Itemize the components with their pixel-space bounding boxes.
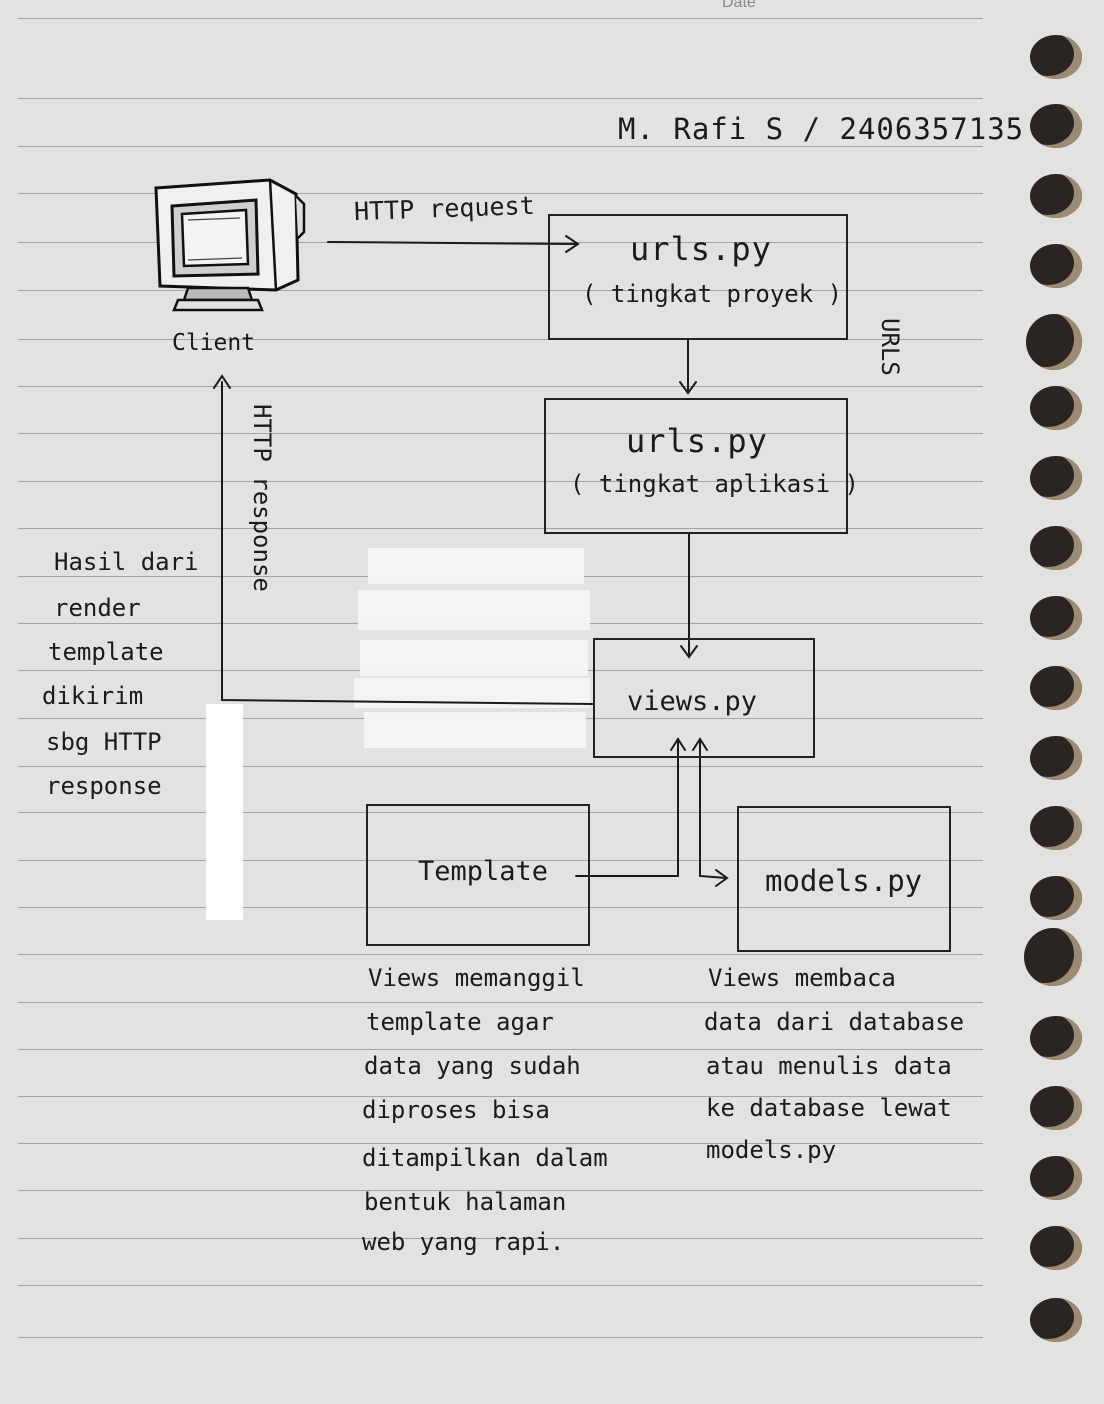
views-file: views.py bbox=[627, 686, 758, 717]
side-note-line: Hasil dari bbox=[54, 548, 199, 576]
urls-group-label: URLS bbox=[876, 318, 904, 376]
arrow-head bbox=[680, 645, 698, 659]
side-note-line: render bbox=[54, 594, 141, 622]
correction-tape bbox=[368, 548, 584, 584]
template-note-line: template agar bbox=[366, 1008, 554, 1036]
template-note-line: data yang sudah bbox=[364, 1052, 581, 1080]
side-note-line: sbg HTTP bbox=[46, 728, 162, 756]
models-to-views-arrow bbox=[699, 739, 727, 879]
models-note-line: data dari database bbox=[704, 1008, 965, 1036]
arrow-head bbox=[670, 737, 686, 751]
correction-tape bbox=[360, 640, 588, 676]
project-urls-box: urls.py ( tingkat proyek ) bbox=[548, 214, 848, 340]
app-urls-box: urls.py ( tingkat aplikasi ) bbox=[544, 398, 859, 534]
models-box: models.py bbox=[737, 806, 951, 952]
template-box: Template bbox=[366, 804, 590, 946]
side-note-line: dikirim bbox=[42, 682, 144, 710]
arrow-head bbox=[213, 374, 231, 389]
template-note-line: web yang rapi. bbox=[362, 1228, 565, 1256]
arrow-head bbox=[715, 869, 729, 887]
project-urls-level: ( tingkat proyek ) bbox=[582, 280, 843, 308]
arrow-head bbox=[565, 235, 580, 253]
models-note-line: models.py bbox=[706, 1136, 837, 1164]
correction-tape bbox=[206, 704, 243, 920]
models-file: models.py bbox=[765, 864, 923, 898]
side-note-line: template bbox=[48, 638, 164, 666]
http-request-arrow bbox=[327, 241, 577, 245]
http-response-line bbox=[221, 381, 594, 705]
correction-tape bbox=[364, 712, 586, 748]
template-note-line: Views memanggil bbox=[368, 964, 585, 992]
computer-monitor-icon bbox=[154, 178, 306, 312]
models-note-line: atau menulis data bbox=[706, 1052, 952, 1080]
http-response-label: HTTP response bbox=[248, 404, 276, 592]
template-to-views-arrow bbox=[575, 739, 679, 877]
client-label: Client bbox=[172, 330, 256, 356]
side-note-line: response bbox=[46, 772, 162, 800]
models-note-line: Views membaca bbox=[708, 964, 896, 992]
arrow-head bbox=[679, 381, 697, 395]
project-urls-file: urls.py bbox=[630, 230, 772, 268]
views-box: views.py bbox=[593, 638, 815, 758]
date-label: Date bbox=[722, 0, 756, 11]
template-note-line: diproses bisa bbox=[362, 1096, 550, 1124]
template-label: Template bbox=[418, 856, 549, 887]
app-urls-file: urls.py bbox=[626, 422, 768, 460]
template-note-line: bentuk halaman bbox=[364, 1188, 567, 1216]
models-note-line: ke database lewat bbox=[706, 1094, 952, 1122]
template-note-line: ditampilkan dalam bbox=[362, 1144, 608, 1172]
correction-tape bbox=[358, 590, 590, 630]
author-signature: M. Rafi S / 2406357135 bbox=[618, 112, 1025, 146]
arrow-head bbox=[692, 737, 708, 751]
app-urls-level: ( tingkat aplikasi ) bbox=[570, 470, 859, 498]
